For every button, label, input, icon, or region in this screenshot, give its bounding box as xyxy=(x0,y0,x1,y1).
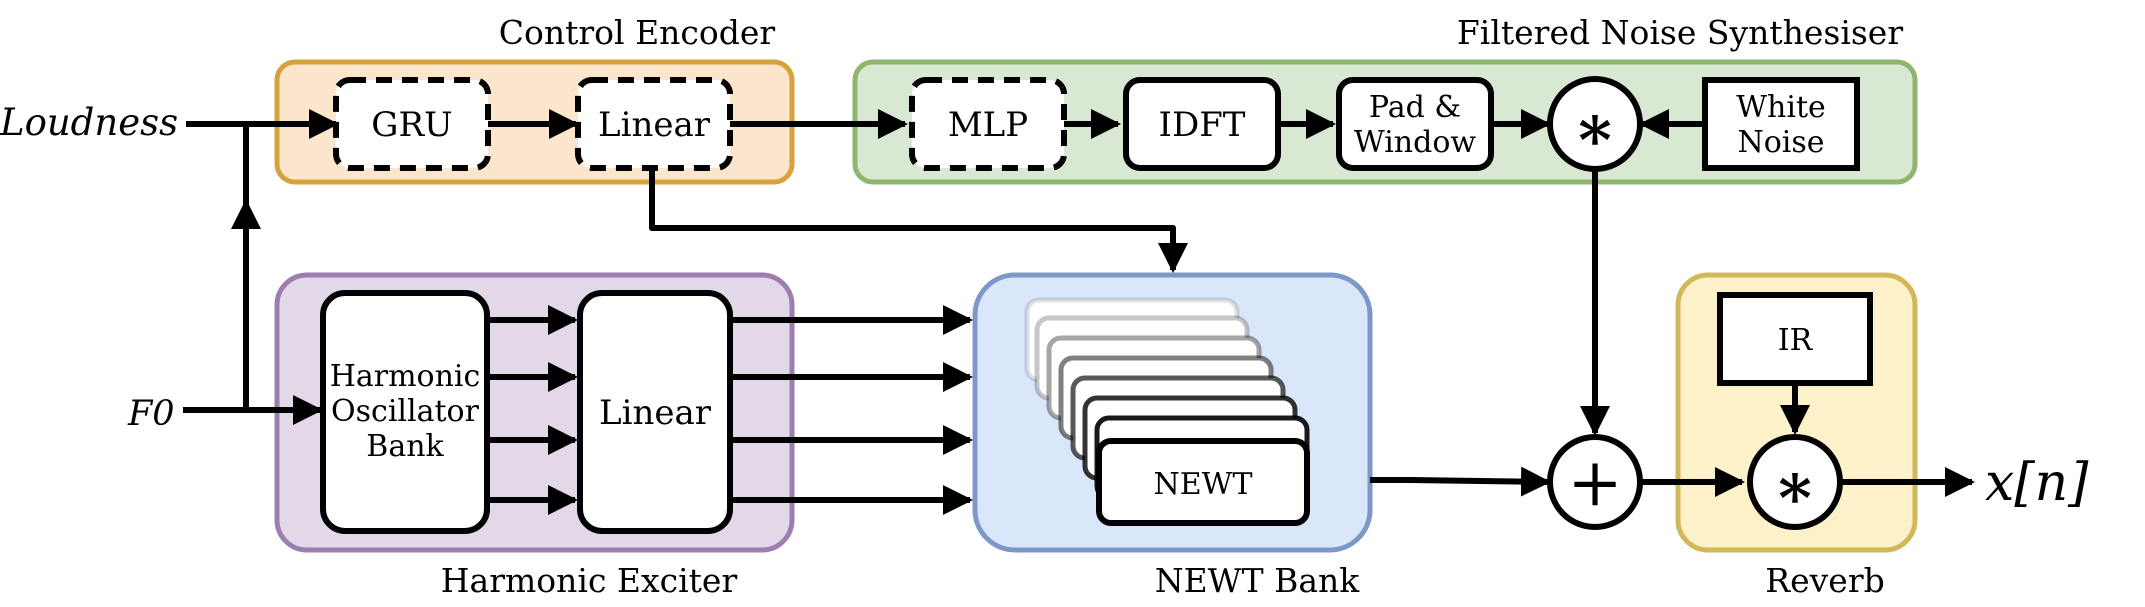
svg-text:∗: ∗ xyxy=(1573,91,1617,166)
reverb-convolution-node: ∗ xyxy=(1747,434,1843,530)
reverb-title: Reverb xyxy=(1765,561,1884,600)
harmonic-exciter-title: Harmonic Exciter xyxy=(441,561,738,600)
loudness-input-label: Loudness xyxy=(0,101,178,144)
svg-text:∗: ∗ xyxy=(1773,449,1817,524)
svg-text:Noise: Noise xyxy=(1737,125,1824,160)
newt-bank-title: NEWT Bank xyxy=(1155,561,1361,600)
convolution-node: ∗ xyxy=(1547,76,1643,172)
sum-node: + xyxy=(1547,434,1643,530)
svg-text:NEWT: NEWT xyxy=(1154,467,1253,502)
svg-text:MLP: MLP xyxy=(948,105,1028,145)
pad-window-block: Pad & Window xyxy=(1336,77,1494,171)
newt-block: NEWT xyxy=(1096,438,1310,526)
mlp-block: MLP xyxy=(909,77,1067,171)
wire-linear-newt xyxy=(649,168,1188,273)
control-encoder-title: Control Encoder xyxy=(499,13,776,52)
connections xyxy=(183,109,1975,515)
wire-newt-sum xyxy=(1370,466,1551,497)
output-label: x[n] xyxy=(1985,453,2089,513)
svg-text:IDFT: IDFT xyxy=(1159,105,1246,145)
oscillator-bank-block: Harmonic Oscillator Bank xyxy=(320,290,490,534)
svg-text:Linear: Linear xyxy=(598,105,711,145)
svg-text:Oscillator: Oscillator xyxy=(331,394,480,429)
ir-block: IR xyxy=(1717,292,1873,386)
svg-text:Harmonic: Harmonic xyxy=(330,359,481,394)
svg-text:IR: IR xyxy=(1778,323,1814,358)
idft-block: IDFT xyxy=(1123,77,1281,171)
white-noise-block: White Noise xyxy=(1702,77,1860,171)
svg-text:Pad &: Pad & xyxy=(1369,90,1461,125)
control-linear-block: Linear xyxy=(575,77,733,171)
f0-input-label: F0 xyxy=(127,394,175,434)
noise-synth-title: Filtered Noise Synthesiser xyxy=(1457,13,1903,52)
svg-text:GRU: GRU xyxy=(371,105,452,145)
svg-text:+: + xyxy=(1567,444,1622,521)
svg-text:Bank: Bank xyxy=(366,429,444,464)
harmonic-linear-block: Linear xyxy=(577,290,733,534)
gru-block: GRU xyxy=(333,77,491,171)
svg-text:White: White xyxy=(1736,90,1826,125)
svg-text:Window: Window xyxy=(1354,125,1476,160)
svg-text:Linear: Linear xyxy=(599,393,712,433)
